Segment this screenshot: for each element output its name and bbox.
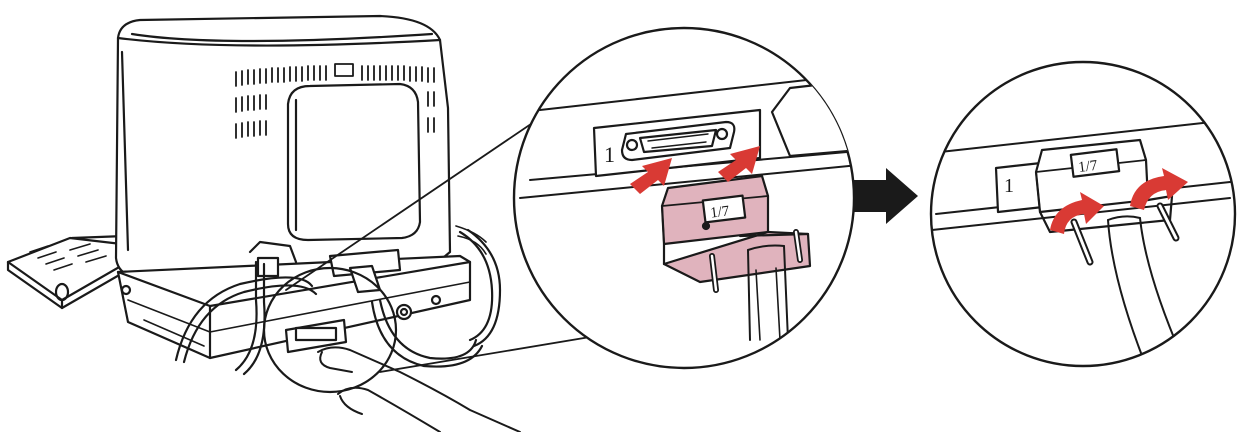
detail-circle-tighten: 1 1/7: [931, 62, 1235, 366]
port-number-label-right: 1: [1004, 175, 1014, 197]
connector-number-label-right: 1/7: [1077, 158, 1098, 176]
arrow-right-icon: [854, 168, 918, 224]
monitor: [116, 16, 450, 278]
detail-circle-insert: 1 1/7: [514, 28, 870, 368]
port-number-label: 1: [604, 142, 615, 167]
computer-terminal: [8, 16, 520, 432]
connector-number-label: 1/7: [709, 203, 730, 221]
